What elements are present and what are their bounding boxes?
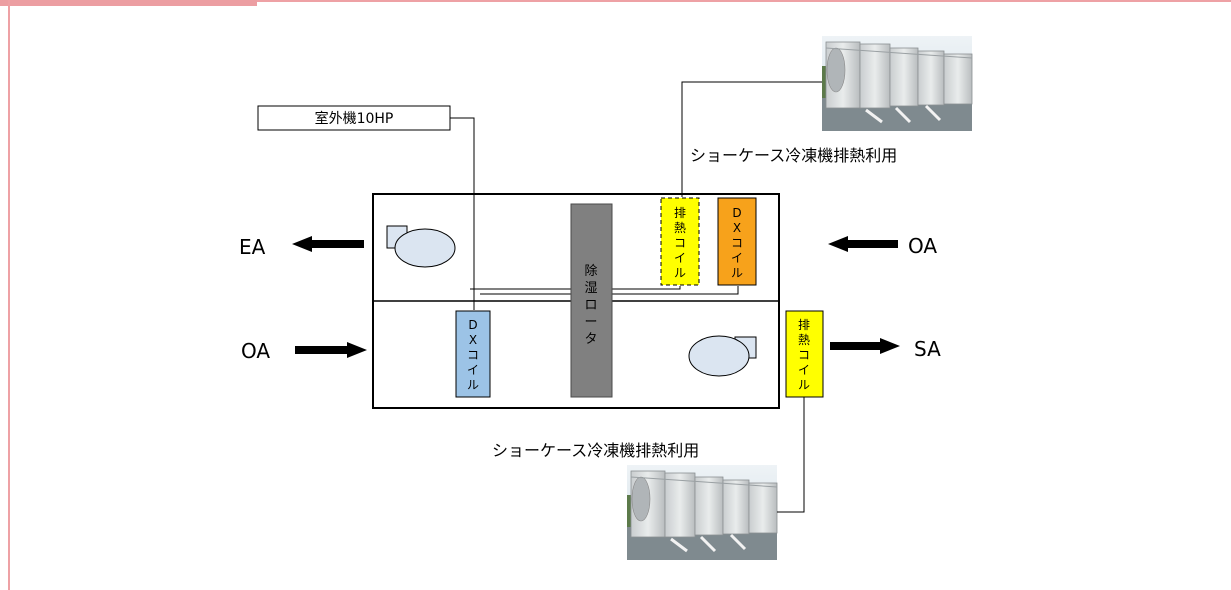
coil-char: 熱 (674, 221, 686, 235)
airflow-arrows (292, 236, 900, 358)
showcase-unit-photo-top (820, 34, 974, 133)
dx-coil-upper (717, 197, 757, 286)
frame-tab (0, 0, 257, 6)
arrow-oa-left (295, 342, 367, 358)
coil-char: 湿 (584, 281, 597, 296)
outdoor-unit-box (257, 105, 451, 131)
exhaust-heat-coil-upper (660, 197, 700, 286)
coil-char: ル (731, 266, 743, 280)
coil-char: 除 (584, 264, 597, 279)
coil-char: イ (467, 363, 479, 377)
dx-coil-lower (455, 310, 491, 398)
pipe-showcase-bottom (777, 397, 805, 513)
pipe-dx-upper-a (480, 286, 739, 295)
coil-char: ル (467, 378, 479, 392)
exhaust-fan (386, 225, 456, 268)
coil-char: コ (674, 236, 686, 250)
showcase-label-bottom: ショーケース冷凍機排熱利用 (492, 441, 699, 460)
coil-char: タ (584, 332, 597, 347)
pipe-showcase-top (681, 81, 822, 197)
label-ea: EA (239, 235, 266, 259)
coil-char: X (733, 221, 741, 235)
coil-char: コ (798, 348, 810, 362)
label-oa-top: OA (908, 234, 937, 258)
exhaust-heat-coil-outside (785, 310, 824, 398)
coil-char: 排 (674, 206, 686, 220)
coil-char: D (732, 206, 741, 220)
frame-top-border (0, 0, 1231, 2)
arrow-sa (830, 338, 900, 354)
coil-char: イ (731, 251, 743, 265)
showcase-unit-photo-bottom (625, 463, 779, 562)
pipe-outdoor-unit (450, 117, 475, 310)
arrow-ea (292, 236, 364, 252)
coil-char: ル (674, 266, 686, 280)
frame-left-border (8, 0, 10, 590)
arrow-oa-top (828, 236, 898, 252)
outdoor-unit-label: 室外機10HP (315, 110, 394, 127)
pipe-dx-upper-b (470, 286, 681, 290)
coil-char: X (469, 333, 477, 347)
coil-char: 熱 (798, 333, 810, 347)
showcase-label-top: ショーケース冷凍機排熱利用 (690, 146, 897, 165)
coil-char: コ (731, 236, 743, 250)
coil-char: 排 (798, 318, 810, 332)
coil-char: ー (584, 315, 597, 330)
coil-char: ロ (584, 298, 597, 313)
label-sa: SA (914, 337, 941, 361)
coil-char: D (468, 318, 477, 332)
coil-char: イ (674, 251, 686, 265)
coil-char: コ (467, 348, 479, 362)
coil-char: ル (798, 378, 810, 392)
pipe-lines (450, 81, 822, 513)
label-oa-left: OA (241, 339, 270, 363)
desiccant-rotor (570, 203, 613, 398)
supply-fan (688, 335, 757, 377)
coil-char: イ (798, 363, 810, 377)
